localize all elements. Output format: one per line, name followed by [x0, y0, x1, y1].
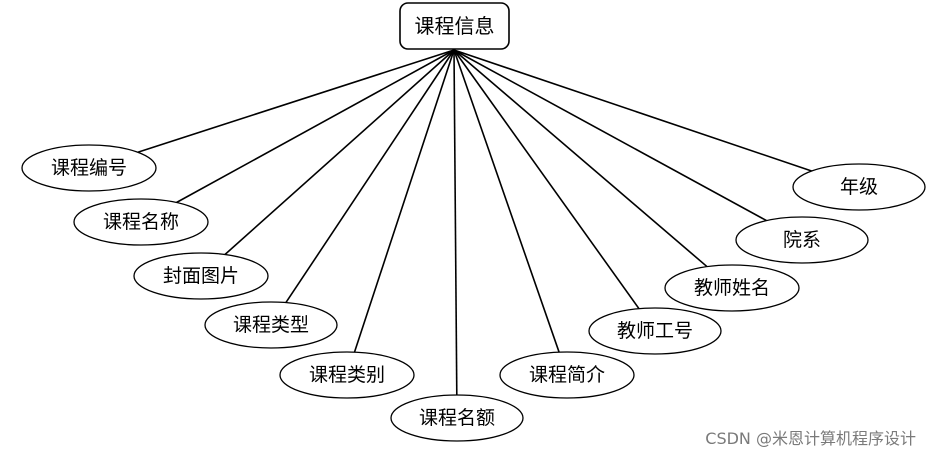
entity-node: 课程信息	[399, 2, 510, 50]
connector-line	[453, 49, 767, 222]
attribute-ellipse	[499, 351, 635, 399]
connector-line	[453, 49, 640, 310]
attribute-label: 年级	[840, 176, 878, 198]
attribute-node: 课程简介	[499, 351, 635, 399]
attribute-ellipse	[73, 198, 209, 246]
connector-line	[176, 49, 455, 204]
attribute-label: 课程名称	[103, 211, 179, 233]
attribute-label: 课程类别	[309, 364, 385, 386]
attribute-node: 课程名额	[390, 394, 524, 442]
attribute-label: 课程简介	[529, 364, 605, 386]
attribute-ellipse	[133, 252, 269, 300]
attribute-ellipse	[792, 163, 926, 211]
attribute-node: 封面图片	[133, 252, 269, 300]
attribute-ellipse	[390, 394, 524, 442]
attribute-ellipse	[204, 301, 338, 349]
entity-box	[399, 2, 510, 50]
entity-label: 课程信息	[415, 14, 495, 38]
attribute-ellipse	[279, 351, 415, 399]
connector-line	[224, 49, 455, 256]
watermark: CSDN @米恩计算机程序设计	[705, 429, 916, 448]
connector-line	[453, 49, 560, 353]
attribute-node: 教师姓名	[664, 264, 800, 312]
attribute-node: 教师工号	[588, 307, 722, 355]
attribute-node: 年级	[792, 163, 926, 211]
attribute-node: 课程类型	[204, 301, 338, 349]
connector-line	[453, 49, 812, 172]
attribute-ellipse	[735, 216, 869, 264]
attribute-label: 封面图片	[163, 265, 239, 287]
attribute-ellipse	[588, 307, 722, 355]
attribute-label: 教师工号	[617, 320, 693, 342]
connector-line	[353, 49, 455, 353]
attribute-label: 院系	[783, 229, 821, 251]
attribute-node: 课程名称	[73, 198, 209, 246]
connector-line	[137, 49, 455, 153]
attribute-label: 课程名额	[419, 407, 495, 429]
connector-line	[285, 49, 455, 304]
attribute-label: 课程类型	[233, 314, 309, 336]
attribute-ellipse	[664, 264, 800, 312]
connector-lines	[137, 49, 812, 396]
connector-line	[453, 49, 458, 396]
attribute-node: 课程类别	[279, 351, 415, 399]
attribute-label: 教师姓名	[694, 277, 770, 299]
attribute-node: 课程编号	[21, 144, 157, 192]
connector-line	[453, 49, 708, 268]
attribute-ellipse	[21, 144, 157, 192]
attribute-node: 院系	[735, 216, 869, 264]
attribute-label: 课程编号	[51, 157, 127, 179]
